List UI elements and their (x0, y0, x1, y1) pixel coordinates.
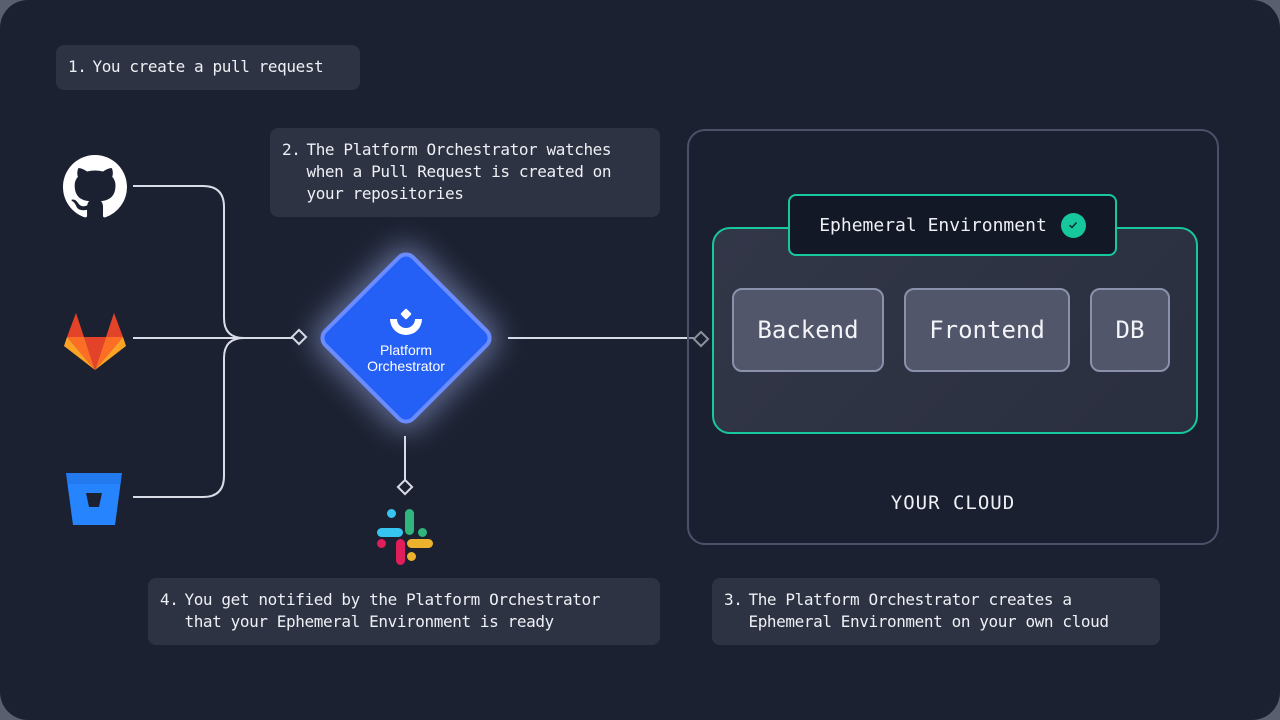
step-number: 3. (724, 590, 743, 609)
step-number: 4. (160, 590, 179, 609)
step-text: The Platform Orchestrator watches when a… (306, 140, 612, 203)
humanitec-logo-icon (390, 308, 422, 335)
ephemeral-environment-tag: Ephemeral Environment (788, 194, 1117, 256)
orchestrator-label-line1: Platform (379, 342, 433, 358)
step-1-card: 1. You create a pull request (56, 45, 360, 90)
your-cloud-label: YOUR CLOUD (890, 492, 1016, 514)
service-frontend: Frontend (904, 288, 1070, 372)
step-3-card: 3. The Platform Orchestrator creates a E… (712, 578, 1160, 645)
connector-github (133, 185, 245, 339)
step-text: The Platform Orchestrator creates a Ephe… (748, 590, 1109, 631)
gitlab-icon (64, 313, 126, 370)
environment-label: Ephemeral Environment (819, 214, 1047, 236)
check-circle-icon (1060, 212, 1086, 238)
step-4-card: 4. You get notified by the Platform Orch… (148, 578, 660, 645)
junction-diamond-slack (396, 478, 414, 496)
github-icon (63, 155, 127, 218)
orchestrator-label-line2: Orchestrator (367, 358, 445, 374)
step-number: 2. (282, 140, 301, 159)
step-2-card: 2. The Platform Orchestrator watches whe… (270, 128, 660, 217)
bitbucket-icon (66, 473, 122, 525)
junction-diamond-in (290, 328, 308, 346)
step-text: You get notified by the Platform Orchest… (184, 590, 600, 631)
step-number: 1. (68, 57, 87, 76)
slack-icon (377, 509, 433, 565)
platform-orchestrator-node: Platform Orchestrator (315, 247, 497, 429)
service-db: DB (1090, 288, 1170, 372)
step-text: You create a pull request (92, 57, 324, 76)
service-backend: Backend (732, 288, 884, 372)
connector-bitbucket (133, 337, 245, 498)
